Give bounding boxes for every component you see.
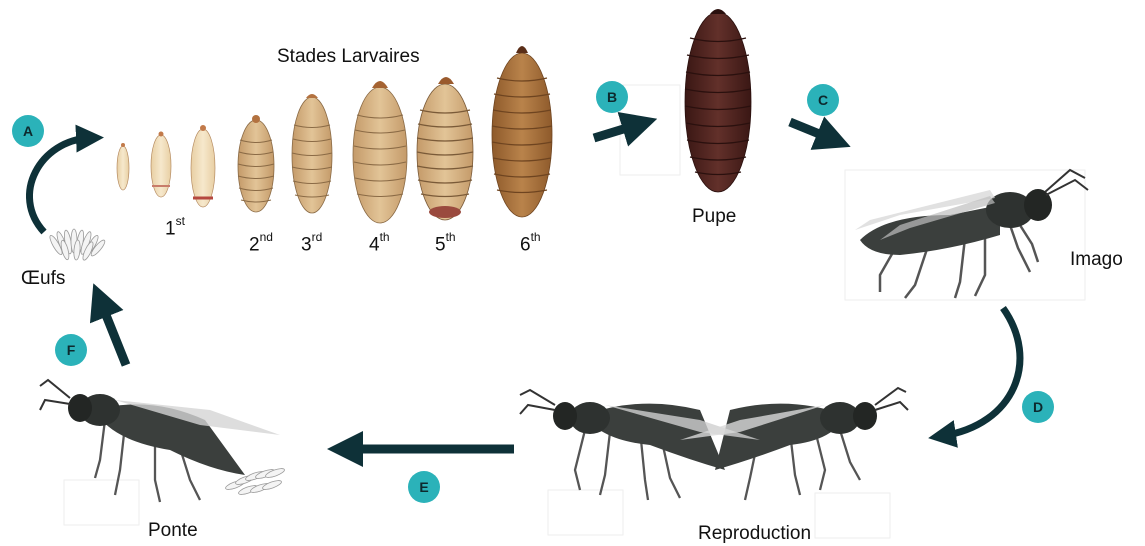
fly-laying	[40, 380, 285, 502]
eggs-label: Œufs	[21, 269, 65, 288]
flies-mating	[520, 388, 908, 500]
instar-label-6: 6th	[520, 233, 541, 254]
larva-1a	[117, 143, 129, 190]
step-badge-b: B	[596, 81, 628, 113]
larva-1b	[151, 132, 171, 198]
instar-label-4: 4th	[369, 233, 390, 254]
instar-label-2: 2nd	[249, 233, 273, 254]
step-badge-c: C	[807, 84, 839, 116]
larva-6	[492, 46, 552, 217]
larva-3	[292, 94, 332, 213]
larva-5	[417, 77, 473, 220]
instar-label-5: 5th	[435, 233, 456, 254]
larval-stages-title: Stades Larvaires	[277, 47, 420, 66]
arrow-f	[100, 300, 126, 365]
step-badge-d: D	[1022, 391, 1054, 423]
pupa-label: Pupe	[692, 207, 736, 226]
instar-label-3: 3rd	[301, 233, 322, 254]
larva-4	[353, 81, 407, 223]
step-badge-a: A	[12, 115, 44, 147]
larva-2	[238, 115, 274, 212]
reproduction-label: Reproduction	[698, 524, 811, 543]
larva-1c	[191, 125, 215, 207]
eggs-cluster	[48, 229, 107, 261]
instar-label-1: 1st	[165, 217, 185, 238]
laying-label: Ponte	[148, 521, 198, 540]
fly-imago	[855, 170, 1088, 298]
arrow-b	[594, 124, 640, 138]
step-badge-f: F	[55, 334, 87, 366]
arrow-d	[942, 308, 1020, 436]
step-badge-e: E	[408, 471, 440, 503]
arrow-a	[29, 138, 90, 232]
imago-label: Imago	[1070, 250, 1123, 269]
arrow-c	[790, 122, 834, 140]
pupa	[685, 9, 751, 192]
